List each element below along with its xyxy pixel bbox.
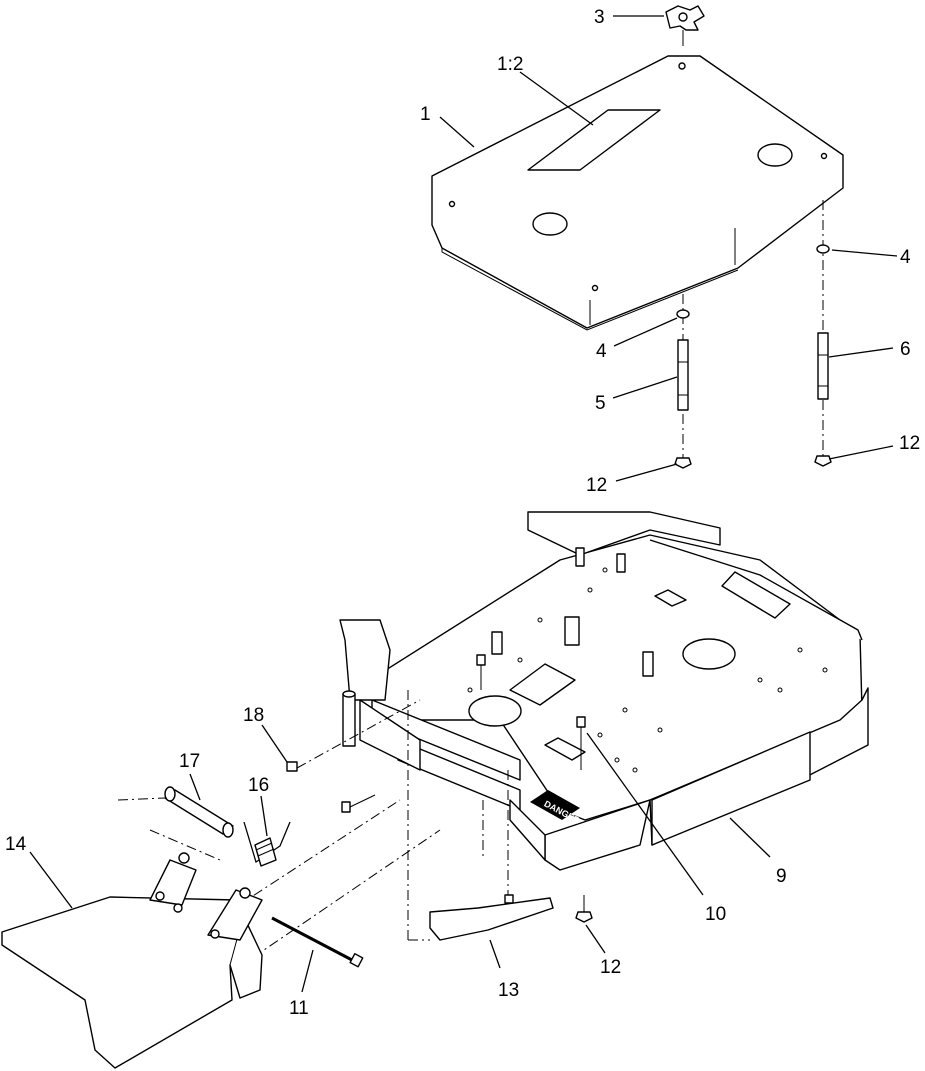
callout-14: 14 [5, 834, 27, 855]
callout-18: 18 [243, 705, 264, 726]
callout-12-left: 12 [586, 475, 607, 496]
roller-17 [117, 786, 234, 861]
deck-holes [467, 567, 828, 773]
bolt-front [476, 654, 486, 690]
callout-11: 11 [289, 998, 309, 1019]
nut-12-lower [575, 895, 593, 923]
nut-18 [286, 699, 421, 772]
cover-plate [431, 55, 844, 331]
bracket-13 [407, 690, 554, 941]
callout-12-right: 12 [899, 433, 920, 454]
callout-3: 3 [594, 7, 605, 28]
stud-assembly-left [674, 294, 692, 469]
callout-6: 6 [900, 339, 911, 360]
front-bolt [341, 794, 376, 813]
callout-13: 13 [498, 980, 519, 1001]
callout-10: 10 [705, 904, 726, 925]
callout-16: 16 [248, 775, 269, 796]
callout-1: 1 [420, 104, 431, 125]
callout-4-left: 4 [596, 341, 607, 362]
leader-lines [29, 15, 898, 993]
deck-frame: DANGER [339, 511, 869, 871]
bolt-10 [576, 716, 586, 770]
callout-9: 9 [776, 866, 787, 887]
knob [665, 5, 705, 46]
stud-assembly-right [814, 200, 832, 467]
deflector-chute-14 [1, 852, 263, 1069]
spring-16 [243, 821, 291, 867]
callout-labels: 3 1:2 1 4 4 6 5 12 12 18 17 16 14 9 10 1… [5, 7, 920, 1019]
callout-4-right: 4 [900, 247, 911, 268]
callout-17: 17 [179, 751, 200, 772]
callout-1-2: 1:2 [497, 54, 523, 75]
callout-5: 5 [595, 393, 606, 414]
callout-12-bottom: 12 [600, 957, 621, 978]
